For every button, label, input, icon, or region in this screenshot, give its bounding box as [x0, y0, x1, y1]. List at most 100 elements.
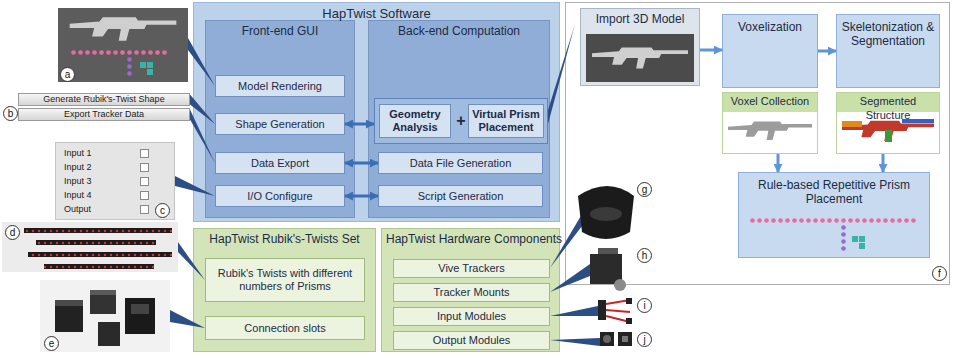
panel-title: HapTwist Hardware Components	[386, 232, 555, 246]
leader-wedge	[548, 24, 575, 124]
checkbox-label: Input 4	[64, 188, 170, 202]
kit-box: Connection slots	[205, 316, 365, 340]
input-module-photo	[626, 298, 632, 304]
gui-button: Generate Rubik's-Twist Shape	[18, 93, 190, 106]
checkbox-label: Input 3	[64, 174, 170, 188]
step-label: Skeletonization & Segmentation	[841, 20, 935, 49]
connection-slot-photo	[90, 290, 116, 295]
connection-slot-photo	[55, 300, 83, 306]
gui-box: Shape Generation	[215, 113, 345, 135]
step-label: Import 3D Model	[585, 12, 695, 26]
checkbox-icons	[141, 164, 149, 172]
gui-box: Data Export	[215, 152, 345, 174]
frontend-panel: Front-end GUI Model RenderingShape Genera…	[205, 20, 355, 218]
segmented-model-image	[842, 119, 934, 142]
prism-placement-image	[859, 243, 865, 249]
voxel-model-image	[728, 122, 812, 140]
twist-bars-photo	[28, 252, 172, 257]
tracker-mount-photo	[590, 248, 626, 291]
right-panel-frame	[566, 3, 950, 285]
checkbox-label: Input 1	[64, 146, 170, 160]
connection-slot-photo	[125, 298, 155, 334]
gui-box: I/O Configure	[215, 185, 345, 207]
connection-slot-photo	[98, 322, 120, 346]
callout-letter: c	[155, 203, 170, 218]
twist-bars-photo	[36, 240, 156, 245]
tracker-mount-photo	[614, 279, 626, 291]
backend-panel: Back-end Computation +Geometry AnalysisVi…	[368, 20, 550, 218]
twist-bars-photo	[24, 228, 172, 233]
right-panel-frame	[566, 3, 950, 285]
hardware-box: Output Modules	[393, 331, 550, 350]
checkbox-icons	[141, 150, 149, 214]
leader-wedge	[175, 176, 215, 196]
callout-letter: g	[637, 182, 652, 197]
process-box: Rule-based Repetitive Prism Placement	[738, 172, 930, 258]
box-label: Connection slots	[209, 322, 361, 335]
segmented-model-image	[902, 119, 934, 123]
process-box: Voxelization	[722, 14, 818, 88]
backend-box: Geometry Analysis	[379, 104, 451, 138]
leader-wedge	[190, 110, 215, 164]
leader-wedge	[550, 264, 590, 292]
twist-bars-photo	[28, 252, 172, 257]
tracker-mount-photo	[590, 254, 622, 284]
double-arrow	[345, 123, 374, 126]
gun-model-image	[70, 17, 177, 40]
gui-button: Export Tracker Data	[18, 108, 190, 121]
voxel-model-image	[728, 122, 812, 140]
leader-wedge	[550, 306, 598, 316]
imported-model-image	[586, 34, 694, 82]
prism-group-box: +Geometry AnalysisVirtual Prism Placemen…	[374, 98, 548, 144]
callout-letter: e	[44, 336, 59, 351]
segmented-model-image	[885, 130, 892, 142]
callout-letter: f	[932, 266, 947, 281]
callout-letter: i	[637, 298, 652, 313]
connection-slot-photo	[40, 280, 170, 352]
vive-tracker-photo	[578, 186, 634, 239]
result-label: Voxel Collection	[727, 95, 813, 109]
box-label: Output Modules	[397, 334, 546, 347]
step-label: Voxelization	[727, 20, 813, 34]
flow-arrow	[700, 49, 722, 52]
callout-letter: h	[637, 248, 652, 263]
panel-title: Back-end Computation	[373, 24, 545, 38]
segmented-model-image	[842, 121, 862, 127]
hardware-panel: HapTwist Hardware ComponentsVive Tracker…	[381, 228, 560, 352]
box-label: Model Rendering	[219, 80, 341, 93]
prism-placement-image	[859, 236, 865, 242]
panel-title: Front-end GUI	[210, 24, 350, 38]
connection-slot-photo	[131, 304, 149, 314]
connection-slot-photo	[55, 300, 83, 332]
vive-tracker-photo	[578, 186, 634, 239]
connection-slot-photo	[90, 290, 116, 314]
checkbox-label: Input 2	[64, 160, 170, 174]
output-module-photo	[622, 336, 628, 342]
box-label: Input Modules	[397, 310, 546, 323]
process-box: Skeletonization & Segmentation	[836, 14, 940, 88]
double-arrow	[345, 195, 378, 198]
vive-tracker-photo	[590, 207, 622, 221]
checkbox-icons	[141, 178, 149, 186]
result-label: Segmented Structure	[841, 95, 935, 123]
backend-box: Virtual Prism Placement	[468, 104, 544, 138]
box-label: I/O Configure	[219, 190, 341, 203]
checkbox-icons	[141, 150, 149, 158]
prism-placement-image	[749, 217, 917, 252]
box-label: Geometry Analysis	[383, 108, 447, 133]
step-label: Rule-based Repetitive Prism Placement	[743, 178, 925, 207]
callout-letter: d	[5, 225, 20, 240]
output-module-photo	[603, 335, 611, 343]
box-label: Data File Generation	[382, 157, 539, 170]
twist-bars-photo	[44, 264, 154, 269]
input-module-photo	[598, 298, 632, 324]
twist-bars-photo	[2, 222, 178, 272]
hardware-box: Vive Trackers	[393, 259, 550, 278]
gun-model-image	[126, 56, 133, 77]
box-label: Vive Trackers	[397, 262, 546, 275]
input-module-photo	[626, 318, 632, 324]
gun-model-image	[58, 8, 188, 82]
gun-model-image	[58, 8, 188, 82]
callout-letter: j	[637, 332, 652, 347]
flow-arrow	[818, 50, 836, 53]
